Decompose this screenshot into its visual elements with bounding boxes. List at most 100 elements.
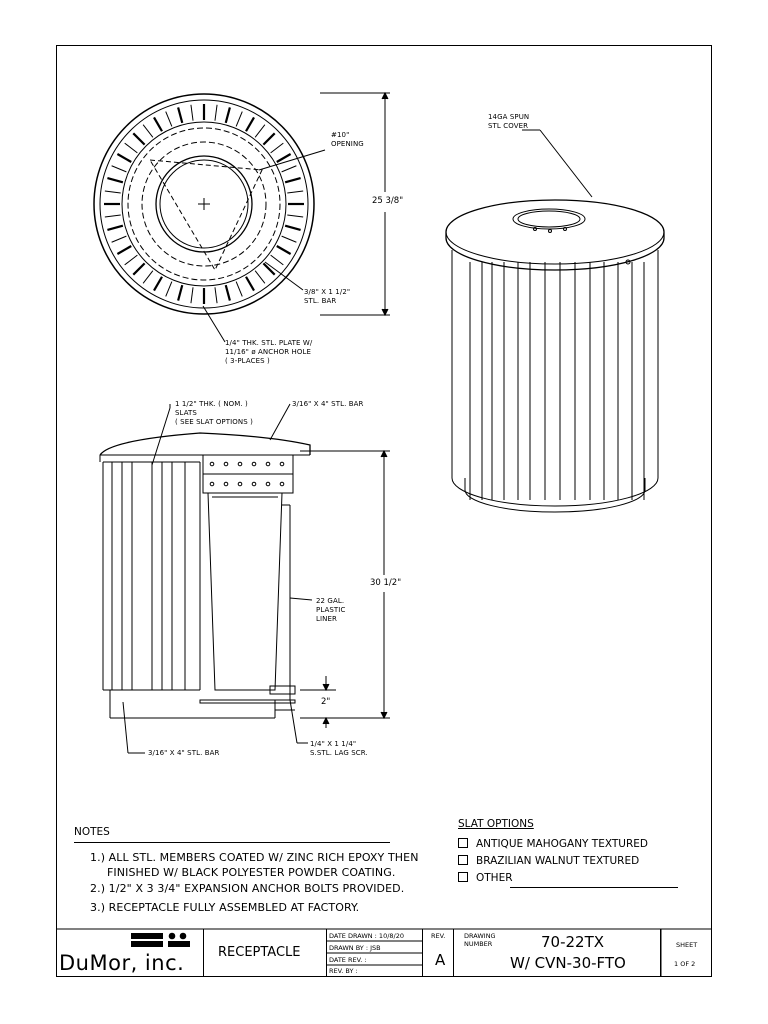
bar-holes [209,461,285,487]
slat-mark [235,111,243,127]
bolt-hole [265,481,271,487]
height-dimension [300,449,390,728]
title-block-lines [56,928,712,977]
drawing-sub-number: W/ CVN-30-FTO [510,954,626,972]
slat-mark [214,287,218,304]
slats-callout: 1 1/2" THK. ( NOM. ) SLATS ( SEE SLAT OP… [175,400,253,426]
drawing-number-label: DRAWING NUMBER [464,932,496,948]
slat-option-walnut[interactable]: BRAZILIAN WALNUT TEXTURED [458,855,639,867]
other-fill-line [510,887,678,888]
slat-mark [132,262,146,276]
slat-mark [111,235,127,243]
bolt-hole [251,461,257,467]
notes-underline [74,842,390,843]
diameter-dimension [320,91,390,317]
slat-mark [276,245,292,255]
slat-mark [270,142,284,154]
isometric-view [445,129,665,513]
cover-callout: 14GA SPUN STL COVER [488,113,530,130]
slat-mark [104,190,121,194]
note-item: 2.) 1/2" X 3 3/4" EXPANSION ANCHOR BOLTS… [90,882,405,895]
lag-screw-callout: 1/4" X 1 1/4" S.STL. LAG SCR. [310,740,368,757]
title-cell [204,929,327,977]
bolt-hole [237,481,243,487]
top-view [93,93,326,343]
slat-option-other[interactable]: OTHER [458,872,513,884]
slat-mark [262,262,276,276]
drawing-number-cell [454,929,661,977]
bolt-hole [209,481,215,487]
bar-callout-bottom: 3/16" X 4" STL. BAR [148,749,220,757]
bolt-hole [279,481,285,487]
slat-option-mahogany[interactable]: ANTIQUE MAHOGANY TEXTURED [458,838,648,850]
bar-callout-side: 3/16" X 4" STL. BAR [292,400,364,408]
slat-mark [107,177,124,184]
note-item: FINISHED W/ BLACK POLYESTER POWDER COATI… [107,866,396,879]
slat-mark [142,124,154,138]
sheet-label: SHEET [676,941,698,949]
slat-mark [177,107,184,124]
slat-mark [111,165,127,173]
slat-mark [116,245,132,255]
side-section-view [99,403,313,754]
slat-mark [190,104,194,121]
checkbox-icon[interactable] [458,855,468,865]
slat-mark [254,270,266,284]
slat-mark [124,142,138,154]
plate-callout: 1/4" THK. STL. PLATE W/ 11/16" ø ANCHOR … [225,339,313,365]
slat-mark [284,224,301,231]
slat-mark [214,104,218,121]
slat-mark [124,254,138,266]
slat-mark [165,111,173,127]
slat-mark [270,254,284,266]
company-name: DuMor, inc. [59,951,185,975]
title-block [56,929,712,977]
slat-mark [165,281,173,297]
top-view-slat-marks [104,104,304,304]
slat-mark [116,153,132,163]
isometric-slats [469,262,645,500]
rev-cell [423,929,454,977]
bolt-hole [209,461,215,467]
height-dim-text: 30 1/2" [370,578,402,588]
clearance-dim-text: 2" [321,697,331,707]
drawing-sheet-border [56,45,712,977]
slat-mark [276,153,292,163]
bolt-hole [251,481,257,487]
checkbox-icon[interactable] [458,838,468,848]
slat-mark [153,116,163,132]
slat-mark [153,276,163,292]
date-drawn: DATE DRAWN : 10/8/20 [329,932,404,940]
slat-mark [254,124,266,138]
slat-mark [287,190,304,194]
bar-callout-top: 3/8" X 1 1/2" STL. BAR [304,288,351,305]
bolt-hole [279,461,285,467]
rev-by: REV. BY : [329,967,358,975]
drawing-title: RECEPTACLE [218,945,301,960]
slat-mark [284,177,301,184]
bolt-hole [223,481,229,487]
slat-mark [287,214,304,218]
slat-mark [245,276,255,292]
checkbox-icon[interactable] [458,872,468,882]
sheet-value: 1 OF 2 [674,960,696,968]
slat-mark [177,284,184,301]
slat-mark [224,107,231,124]
slat-mark [281,165,297,173]
drawn-by: DRAWN BY : JSB [329,944,381,952]
note-item: 1.) ALL STL. MEMBERS COATED W/ ZINC RICH… [90,851,419,864]
slat-mark [107,224,124,231]
opening-callout: #10" OPENING [331,131,364,148]
notes-title: NOTES [74,826,110,838]
slat-mark [235,281,243,297]
slat-mark [262,132,276,146]
drawing-number: 70-22TX [541,933,605,951]
slat-mark [245,116,255,132]
slat-mark [104,214,121,218]
note-item: 3.) RECEPTACLE FULLY ASSEMBLED AT FACTOR… [90,901,360,914]
slat-options-title: SLAT OPTIONS [458,818,534,830]
slat-mark [224,284,231,301]
side-slats [111,462,186,690]
diameter-dim-text: 25 3/8" [372,196,404,206]
